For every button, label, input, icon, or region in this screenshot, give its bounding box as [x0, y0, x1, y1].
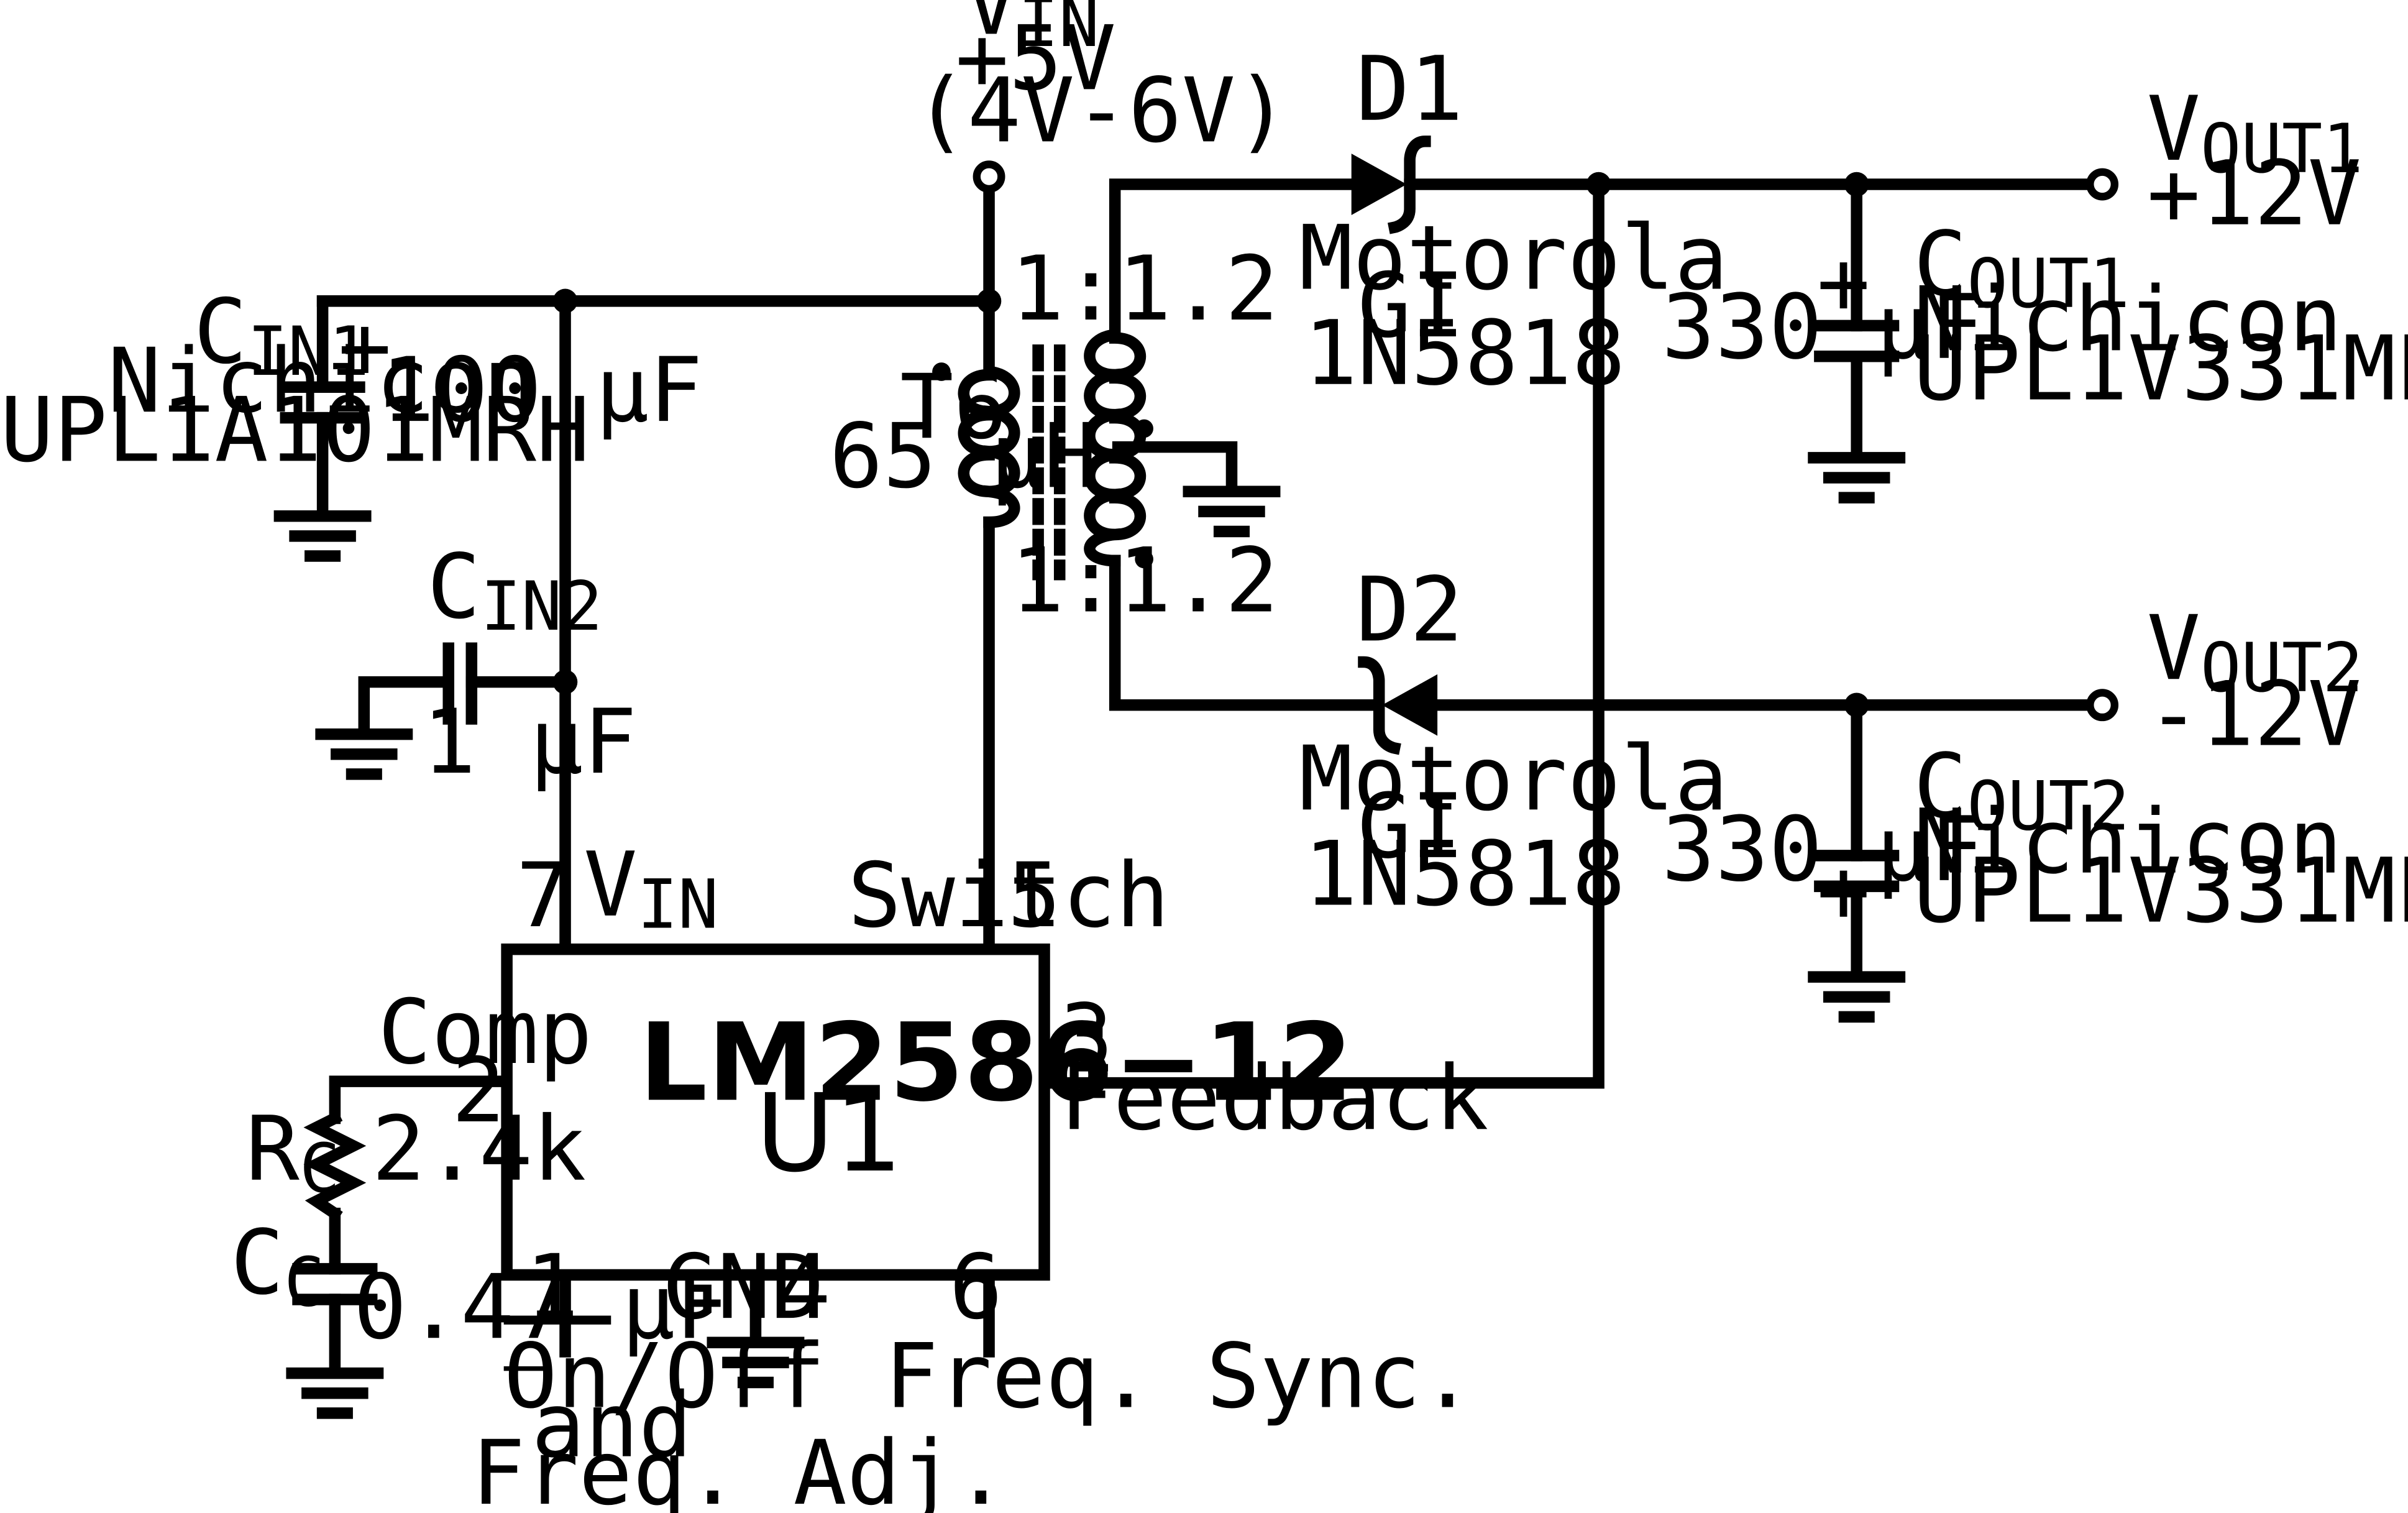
u1-pin2: 2 — [452, 1039, 505, 1143]
d1-maker2: GI — [1358, 254, 1465, 357]
cin1-polarity: + — [338, 295, 391, 399]
ground-icon — [315, 728, 413, 780]
diode-d1 — [1351, 136, 1431, 234]
vout2-rating: -12V @ 0.15A — [2147, 662, 2408, 766]
phase-dot — [932, 362, 951, 381]
vout2-terminal[interactable] — [2086, 689, 2119, 722]
vin-label: VIN — [964, 0, 1099, 62]
ground-icon — [273, 510, 372, 562]
u1-pin1-label: On/Off — [504, 1324, 826, 1428]
ic-u1-body — [501, 943, 1050, 1281]
vin-range: (4V-6V) — [913, 58, 1289, 162]
d1-maker1: Motorola — [1299, 206, 1728, 310]
u1-pin7-label: VIN — [584, 833, 718, 944]
rc-label: RC — [246, 1097, 341, 1208]
d1-name: D1 — [1356, 37, 1463, 141]
cc-capacitor — [292, 1262, 378, 1305]
cout2-label: COUT2 — [1913, 735, 2130, 846]
u1-pin3: 3 — [1060, 985, 1113, 1088]
d2-maker1: Motorola — [1299, 727, 1728, 830]
diode-d2 — [1358, 656, 1438, 755]
rc-value: 2.4k — [372, 1097, 586, 1201]
junction-dot — [552, 288, 578, 314]
u1-pin3-label: Feedback — [1060, 1046, 1488, 1150]
phase-dot — [1135, 550, 1153, 569]
cin1-maker: Nichicon — [108, 329, 536, 433]
cout1-label: COUT1 — [1913, 212, 2130, 323]
u1-part: LM2586−12 — [639, 1000, 1353, 1125]
u1-pin1-adj: Freq. Adj. — [472, 1421, 1008, 1513]
ground-icon — [1183, 485, 1281, 538]
junction-dot — [1844, 692, 1869, 717]
d2-maker2: GI — [1358, 775, 1465, 878]
phase-dot — [1135, 419, 1153, 438]
cin2-value: 1 μF — [423, 690, 637, 794]
transformer-t6 — [932, 328, 1153, 581]
u1-pin5: 5 — [1007, 844, 1061, 947]
u1-pin7: 7 — [516, 844, 569, 947]
u1-pin6: 6 — [949, 1235, 1002, 1339]
t6-name: T6 — [900, 355, 1007, 459]
u1-pin4: 4 — [777, 1235, 831, 1339]
cin2-label: CIN2 — [427, 535, 603, 646]
vout2-label: VOUT2 — [2147, 596, 2363, 707]
u1-pin1-and: and — [531, 1374, 692, 1478]
junction-dot — [552, 669, 578, 694]
cout1-value: 330 μF — [1662, 275, 1984, 379]
d2-name: D2 — [1356, 558, 1463, 661]
cin1-label: CIN1 — [194, 280, 370, 391]
junctions — [552, 172, 1869, 717]
wires — [316, 178, 2098, 1376]
junction-dot — [1586, 172, 1611, 197]
cout1-maker: Nichicon — [1913, 267, 2342, 371]
cc-label: CC — [231, 1211, 325, 1322]
ground-icon — [1808, 971, 1906, 1023]
cout2-polarity: + — [1816, 839, 1870, 943]
cout1-capacitor — [1814, 320, 1900, 362]
cout1-part: UPL1V331MPH — [1913, 316, 2408, 420]
t6-value: 65 μH — [830, 404, 1097, 508]
u1-ref: U1 — [756, 1070, 903, 1196]
u1-pin2-label: Comp — [378, 980, 592, 1084]
cin2-capacitor — [442, 642, 478, 725]
cin1-part: UPL1A101MRH — [0, 378, 590, 482]
t6-ratio-top: 1:1.2 — [1010, 237, 1278, 341]
u1-pin4-label: GND — [664, 1235, 825, 1339]
u1-pin1: 1 — [525, 1235, 579, 1339]
cin1-value: 100 μF — [381, 338, 703, 442]
vin-terminal[interactable] — [973, 160, 1005, 193]
junction-dot — [976, 288, 1002, 314]
cin1-capacitor — [280, 381, 365, 424]
vin-voltage: +5V — [955, 6, 1116, 110]
junction-dot — [1844, 172, 1869, 197]
vout1-terminal[interactable] — [2086, 168, 2119, 201]
d2-part: 1N5818 — [1304, 822, 1626, 926]
cout1-polarity: + — [1816, 231, 1870, 334]
ground-symbols — [273, 452, 1906, 1419]
ground-icon — [707, 1336, 805, 1389]
vout1-rating: +12V @ 0.15A — [2147, 142, 2408, 246]
cout2-maker: Nichicon — [1913, 790, 2342, 894]
cout2-part: UPL1V331MPH — [1913, 839, 2408, 943]
ground-icon — [286, 1367, 384, 1419]
rc-resistor — [303, 1110, 367, 1221]
cout2-capacitor — [1814, 850, 1900, 893]
u1-pin5-label: Switch — [848, 844, 1170, 947]
u1-pin6-label: Freq. Sync. — [885, 1324, 1475, 1428]
t6-ratio-bottom: 1:1.2 — [1010, 528, 1278, 632]
d1-part: 1N5818 — [1304, 301, 1626, 405]
cc-value: 0.47 μF — [354, 1255, 729, 1359]
cout2-value: 330 μF — [1662, 798, 1984, 901]
terminals — [973, 160, 2119, 722]
ground-icon — [1808, 452, 1906, 504]
vout1-label: VOUT1 — [2147, 77, 2363, 188]
